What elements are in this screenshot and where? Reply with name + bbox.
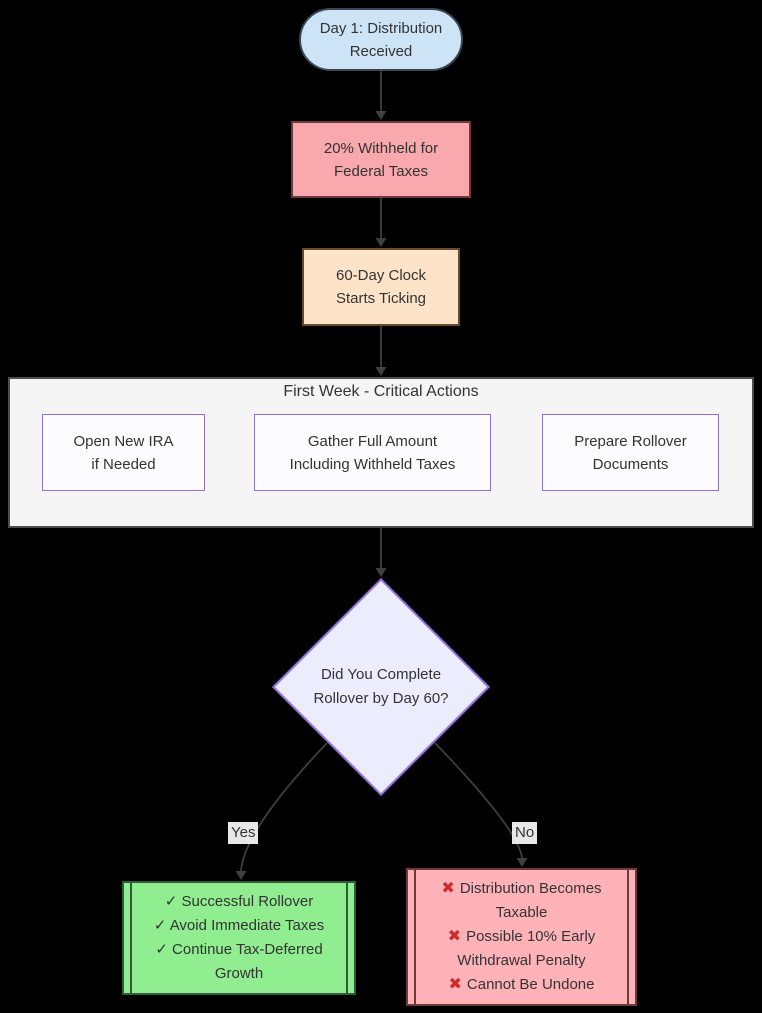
subgraph-title: First Week - Critical Actions [283, 383, 479, 400]
edge-decision-no [434, 742, 523, 859]
cross-icon: ✖ [447, 928, 462, 945]
node-text-line: ✖Cannot Be Undone [448, 976, 595, 993]
node-outcome-failure: ✖Distribution Becomes Taxable ✖Possible … [406, 868, 637, 1006]
node-text-line: Growth [214, 965, 264, 982]
node-text-line: Including Withheld Taxes [289, 455, 456, 473]
node-text-line: ✓ Continue Tax-Deferred [155, 941, 323, 958]
subroutine-edge-line [130, 883, 132, 993]
node-outcome-success: ✓ Successful Rollover ✓ Avoid Immediate … [122, 881, 356, 995]
node-text-line: Starts Ticking [335, 290, 427, 307]
edge-label-no: No [512, 822, 538, 844]
node-open-new-ira: Open New IRA if Needed [42, 414, 205, 491]
node-text-line: Taxable [495, 904, 548, 921]
arrowhead [375, 367, 387, 376]
arrowhead [375, 238, 387, 247]
node-text-line: Prepare Rollover [574, 432, 687, 450]
node-text-line: Withdrawal Penalty [457, 952, 586, 969]
node-text-line: 20% Withheld for [323, 139, 439, 157]
node-text-line: Rollover by Day 60? [313, 690, 449, 707]
arrowhead [516, 858, 528, 867]
node-text-line: if Needed [91, 455, 156, 473]
node-text-line: ✖Distribution Becomes [441, 880, 602, 897]
arrowhead [375, 568, 387, 577]
subroutine-edge-line [414, 870, 416, 1004]
node-text-line: Open New IRA [73, 432, 174, 450]
node-text-line: 60-Day Clock [335, 267, 427, 284]
node-text-line: Federal Taxes [334, 162, 428, 180]
edge-decision-yes [240, 742, 328, 872]
edge-label-yes: Yes [228, 822, 259, 844]
node-text-line: ✓ Avoid Immediate Taxes [153, 917, 325, 934]
arrowhead [235, 871, 247, 880]
node-text-line: Day 1: Distribution [319, 19, 443, 37]
node-gather-full-amount: Gather Full Amount Including Withheld Ta… [254, 414, 491, 491]
node-text-line: ✖Possible 10% Early [447, 928, 596, 945]
cross-icon: ✖ [448, 976, 462, 993]
cross-icon: ✖ [441, 880, 455, 897]
node-text-line: ✓ Successful Rollover [164, 893, 314, 910]
node-20-percent-withheld: 20% Withheld for Federal Taxes [291, 121, 471, 198]
node-day1-distribution-received: Day 1: Distribution Received [299, 8, 463, 71]
subroutine-edge-line [627, 870, 629, 1004]
arrowhead [375, 111, 387, 120]
node-text-line: Gather Full Amount [307, 432, 438, 450]
node-text-line: Received [349, 42, 413, 60]
node-text-line: Did You Complete [320, 666, 442, 683]
subroutine-edge-line [346, 883, 348, 993]
node-text-line: Documents [592, 455, 669, 473]
decision-diamond-text: Did You Complete Rollover by Day 60? [281, 610, 481, 764]
node-60-day-clock: 60-Day Clock Starts Ticking [302, 248, 460, 326]
node-prepare-rollover-documents: Prepare Rollover Documents [542, 414, 719, 491]
